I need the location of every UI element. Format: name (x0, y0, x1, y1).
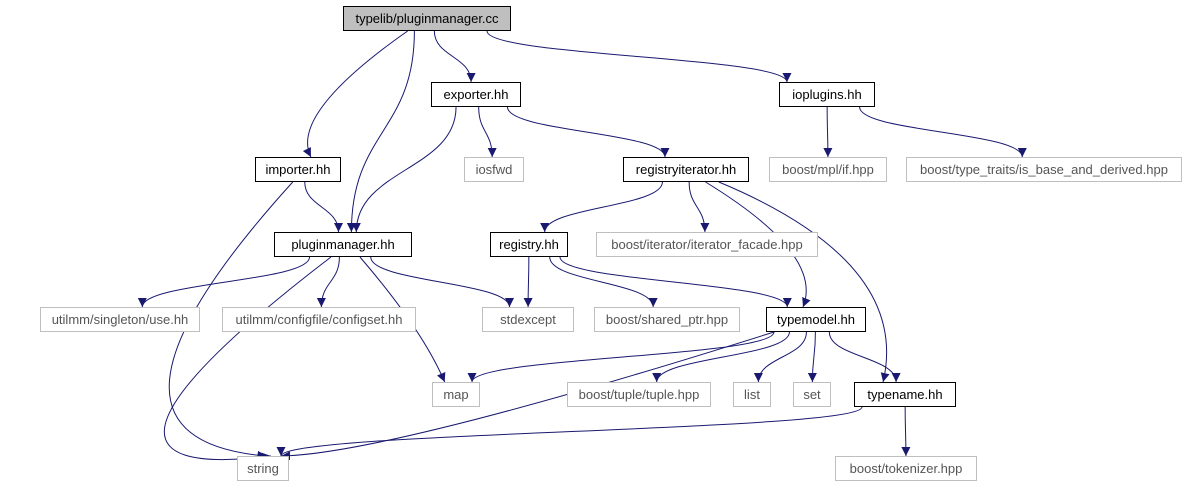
edge-pluginmanager-cc-to-importer-hh (302, 30, 408, 158)
edge-exporter-hh-to-pluginmanager-hh (351, 106, 457, 233)
edge-typename-hh-to-boost-tokenizer (901, 406, 911, 457)
node-pluginmanager-hh[interactable]: pluginmanager.hh (274, 232, 412, 257)
node-boost-tuple: boost/tuple/tuple.hpp (567, 382, 711, 407)
node-typemodel-hh[interactable]: typemodel.hh (766, 307, 866, 332)
node-stdexcept: stdexcept (482, 307, 574, 332)
node-list: list (733, 382, 771, 407)
node-boost-iter-facade: boost/iterator/iterator_facade.hpp (596, 232, 818, 257)
node-typename-hh[interactable]: typename.hh (854, 382, 956, 407)
node-boost-shared-ptr: boost/shared_ptr.hpp (594, 307, 740, 332)
edge-ioplugins-hh-to-boost-mpl-if (823, 106, 833, 158)
node-ioplugins-hh[interactable]: ioplugins.hh (779, 82, 875, 107)
node-map: map (432, 382, 480, 407)
edge-registryiterator-hh-to-typename-hh (718, 181, 890, 383)
edge-registry-hh-to-typemodel-hh (559, 256, 792, 308)
node-utilmm-configset: utilmm/configfile/configset.hh (222, 307, 416, 332)
edge-typename-hh-to-string (276, 406, 863, 457)
edge-pluginmanager-cc-to-exporter-hh (433, 30, 476, 83)
edge-registryiterator-hh-to-boost-iter-facade (688, 181, 710, 233)
node-exporter-hh[interactable]: exporter.hh (431, 82, 521, 107)
edge-pluginmanager-hh-to-string (163, 256, 332, 462)
node-set: set (793, 382, 831, 407)
node-utilmm-singleton: utilmm/singleton/use.hh (40, 307, 200, 332)
edge-exporter-hh-to-registryiterator-hh (507, 106, 670, 158)
edge-typemodel-hh-to-typename-hh (828, 331, 901, 383)
edge-typemodel-hh-to-boost-tuple (652, 331, 790, 383)
edge-pluginmanager-cc-to-ioplugins-hh (486, 30, 792, 83)
node-boost-mpl-if: boost/mpl/if.hpp (769, 157, 887, 182)
edge-importer-hh-to-string (168, 181, 294, 460)
edge-registry-hh-to-boost-shared-ptr (549, 256, 658, 308)
edge-typemodel-hh-to-set (807, 331, 817, 383)
node-string: string (237, 456, 289, 481)
edge-ioplugins-hh-to-boost-is-base (859, 106, 1027, 158)
node-registry-hh[interactable]: registry.hh (490, 232, 568, 257)
node-boost-is-base: boost/type_traits/is_base_and_derived.hp… (906, 157, 1182, 182)
edge-typemodel-hh-to-list (753, 331, 807, 383)
edge-typemodel-hh-to-map (467, 331, 775, 383)
edge-registryiterator-hh-to-registry-hh (540, 181, 663, 233)
edge-pluginmanager-hh-to-utilmm-singleton (137, 256, 311, 308)
node-boost-tokenizer: boost/tokenizer.hpp (835, 456, 977, 481)
node-pluginmanager-cc[interactable]: typelib/pluginmanager.cc (343, 6, 511, 31)
edge-pluginmanager-hh-to-utilmm-configset (316, 256, 340, 308)
node-importer-hh[interactable]: importer.hh (255, 157, 341, 182)
edge-pluginmanager-cc-to-pluginmanager-hh (346, 30, 415, 233)
node-iosfwd: iosfwd (464, 157, 524, 182)
edge-importer-hh-to-pluginmanager-hh (304, 181, 343, 233)
node-registryiterator-hh[interactable]: registryiterator.hh (623, 157, 749, 182)
edge-typemodel-hh-to-string (280, 331, 775, 461)
edge-exporter-hh-to-iosfwd (478, 106, 497, 158)
edge-pluginmanager-hh-to-stdexcept (370, 256, 514, 308)
edge-registry-hh-to-stdexcept (523, 256, 533, 308)
